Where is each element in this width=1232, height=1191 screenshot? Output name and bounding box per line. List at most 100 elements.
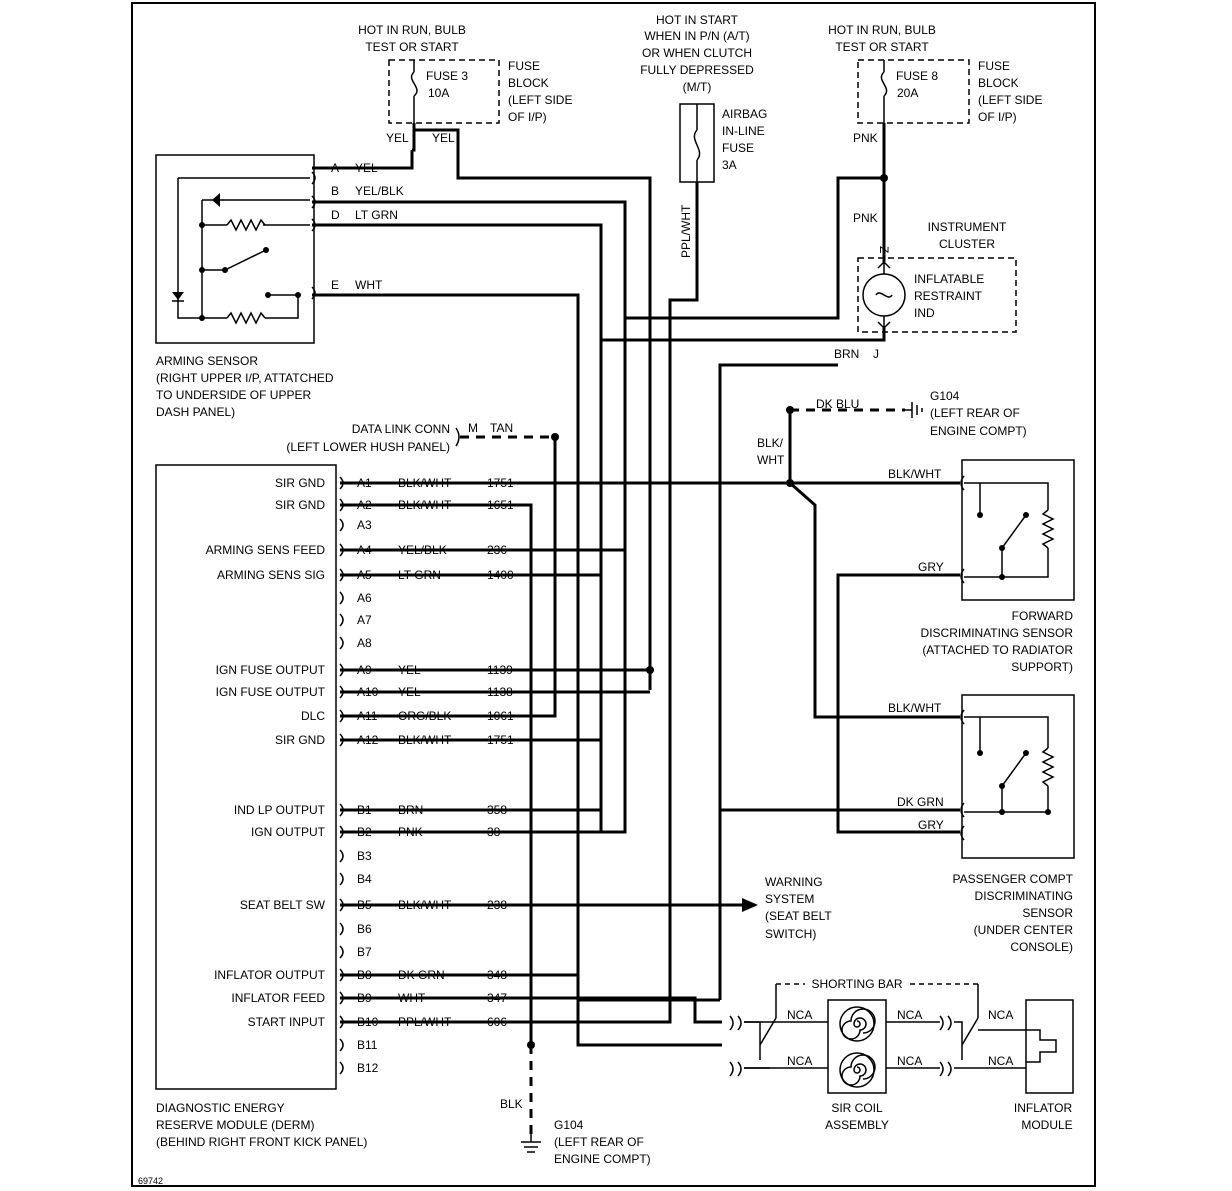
- derm-row-wire: YEL/BLK: [398, 543, 447, 557]
- derm-row-pin: A4: [357, 543, 372, 557]
- fuse8-block-1: FUSE: [978, 59, 1010, 73]
- pnk-label-top: PNK: [853, 131, 878, 145]
- fuse-block-label-4: OF I/P): [508, 110, 547, 124]
- coil-out-wires: [886, 1021, 940, 1069]
- derm-pin-connector: [339, 709, 344, 723]
- derm-row-circuit: 1751: [487, 476, 514, 490]
- derm-row-pin: A3: [357, 518, 372, 532]
- derm-pin-connector: [339, 636, 344, 650]
- airbag-label-1: AIRBAG: [722, 107, 767, 121]
- derm-row-wire: ORG/BLK: [398, 709, 451, 723]
- arming-caption-2: (RIGHT UPPER I/P, ATTATCHED: [156, 371, 334, 385]
- g104-top-group: DK BLU G104 (LEFT REAR OF ENGINE COMPT) …: [757, 389, 1027, 487]
- derm-row-pin: A1: [357, 476, 372, 490]
- fuse8-block-4: OF I/P): [978, 110, 1017, 124]
- diode-1-icon: [212, 193, 220, 207]
- wires: [312, 123, 960, 1138]
- wire-brn-cluster: [599, 328, 886, 810]
- pass-connectors: [960, 709, 965, 841]
- blk-wht-splice-1: BLK/: [757, 436, 784, 450]
- derm-pin-connector: [339, 568, 344, 582]
- derm-row-wire: BLK/WHT: [398, 733, 452, 747]
- fwd-wire-top: BLK/WHT: [888, 467, 942, 481]
- derm-pin-connector: [339, 733, 344, 747]
- wire-ppl-wht: [340, 182, 699, 1024]
- arming-pin-b: B: [331, 184, 339, 198]
- g104-top-2: (LEFT REAR OF: [930, 406, 1020, 420]
- fuse8-hot-2: TEST OR START: [835, 40, 929, 54]
- derm-pin-connector: [339, 803, 344, 817]
- cluster-dashed-box: [857, 257, 1017, 333]
- dlc-label-1: DATA LINK CONN: [352, 422, 450, 436]
- arming-wire-d: LT GRN: [355, 208, 398, 222]
- pass-caption-1: PASSENGER COMPT: [953, 872, 1074, 886]
- fuse8-block-3: (LEFT SIDE: [978, 93, 1042, 107]
- wire-dk-grn-pass: [718, 363, 960, 1000]
- fuse8-hot-1: HOT IN RUN, BULB: [828, 23, 936, 37]
- ind-label-3: IND: [914, 306, 935, 320]
- diode-2-icon: [172, 292, 184, 300]
- derm-row-pin: A5: [357, 568, 372, 582]
- g104-bottom-group: BLK G104 (LEFT REAR OF ENGINE COMPT): [500, 1097, 651, 1166]
- forward-sensor-box: [961, 459, 1075, 601]
- dlc-connector: [455, 427, 460, 447]
- fuse-8-rating: 20A: [897, 86, 918, 100]
- arming-pin-d: D: [331, 208, 340, 222]
- airbag-label-2: IN-LINE: [722, 124, 765, 138]
- derm-row-pin: A7: [357, 613, 372, 627]
- dlc-pin: M: [468, 421, 478, 435]
- derm-row-circuit: 1400: [487, 568, 514, 582]
- fuse-block-label-1: FUSE: [508, 59, 540, 73]
- g104-bottom-2: (LEFT REAR OF: [554, 1135, 644, 1149]
- warning-1: WARNING: [765, 875, 823, 889]
- fuse-block-label-2: BLOCK: [508, 76, 549, 90]
- derm-row-pin: B4: [357, 872, 372, 886]
- derm-row-name: SEAT BELT SW: [240, 898, 326, 912]
- passenger-sensor-group: BLK/WHT DK GRN GRY PASSENGER COMPT DISCR…: [888, 694, 1075, 954]
- derm-row-wire: BLK/WHT: [398, 498, 452, 512]
- forward-sensor-group: BLK/WHT GRY FORWARD DISCRIMINATING SENSO…: [888, 459, 1075, 674]
- wire-yel-label-b: YEL: [432, 131, 455, 145]
- derm-row-pin: B3: [357, 849, 372, 863]
- fuse8-block-2: BLOCK: [978, 76, 1019, 90]
- sir-coil-1: SIR COIL: [831, 1101, 883, 1115]
- nca-1: NCA: [787, 1008, 812, 1022]
- ind-label-2: RESTRAINT: [914, 289, 983, 303]
- fuse-3-dashed-box: [388, 59, 500, 124]
- derm-row-name: SIR GND: [275, 733, 325, 747]
- derm-row-name: IGN FUSE OUTPUT: [216, 663, 326, 677]
- derm-row-pin: B10: [357, 1015, 379, 1029]
- dlc-group: DATA LINK CONN (LEFT LOWER HUSH PANEL) M…: [286, 421, 513, 454]
- derm-row-wire: PNK: [398, 825, 423, 839]
- derm-pin-connector: [339, 476, 344, 490]
- pnk-label-cluster: PNK: [853, 211, 878, 225]
- inflator-2: MODULE: [1021, 1118, 1072, 1132]
- derm-row-pin: A12: [357, 733, 379, 747]
- arming-pin-e: E: [331, 278, 339, 292]
- dlc-label-2: (LEFT LOWER HUSH PANEL): [286, 440, 450, 454]
- derm-row-circuit: 236: [487, 543, 507, 557]
- derm-pin-connector: [339, 849, 344, 863]
- nca-2: NCA: [787, 1054, 812, 1068]
- right-connector-pairs: [939, 1015, 952, 1077]
- derm-row-pin: B6: [357, 922, 372, 936]
- derm-pin-connector: [339, 591, 344, 605]
- hot-label-1: HOT IN RUN, BULB: [358, 23, 466, 37]
- airbag-fuse-symbol: [693, 104, 701, 182]
- derm-pin-connector: [339, 498, 344, 512]
- derm-caption-2: RESERVE MODULE (DERM): [156, 1118, 314, 1132]
- derm-row-name: IND LP OUTPUT: [234, 803, 326, 817]
- derm-pin-connector: [339, 685, 344, 699]
- figure-number: 69742: [138, 1176, 163, 1186]
- blk-wht-splice-2: WHT: [757, 453, 785, 467]
- derm-row-pin: B1: [357, 803, 372, 817]
- instrument-cluster-group: INSTRUMENT CLUSTER PNK Z INFLATABLE REST…: [834, 211, 1017, 361]
- arming-sensor-group: A YEL B YEL/BLK D LT GRN E WHT ARMING SE…: [155, 154, 404, 419]
- derm-row-wire: PPL/WHT: [398, 1015, 452, 1029]
- passenger-sensor-box: [961, 694, 1075, 859]
- airbag-label-4: 3A: [722, 158, 737, 172]
- derm-row-circuit: 1138: [487, 685, 513, 699]
- derm-row-wire: YEL: [398, 685, 421, 699]
- derm-row-pin: A9: [357, 663, 372, 677]
- wire-b9-wht: [340, 996, 722, 1024]
